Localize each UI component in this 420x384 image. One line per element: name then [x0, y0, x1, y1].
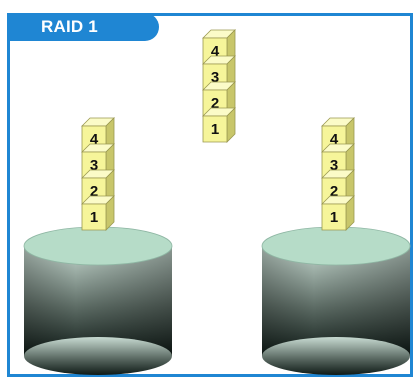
block-number: 3	[90, 157, 98, 174]
disk-2	[261, 226, 411, 375]
title-tab: RAID 1	[7, 13, 159, 41]
block-number: 3	[330, 157, 338, 174]
block-number: 2	[90, 183, 98, 200]
data-block: 1	[321, 195, 355, 231]
block-number: 1	[330, 209, 338, 226]
block-number: 1	[211, 121, 219, 138]
disk-2-stack: 4 3 2 1	[321, 117, 355, 231]
block-number: 1	[90, 209, 98, 226]
block-number: 2	[211, 95, 219, 112]
block-number: 4	[330, 131, 339, 148]
disk-1-stack: 4 3 2 1	[81, 117, 115, 231]
block-number: 4	[90, 131, 99, 148]
data-block: 1	[81, 195, 115, 231]
disk-1	[23, 226, 173, 375]
data-block: 3	[202, 55, 236, 91]
block-number: 3	[211, 69, 219, 86]
page-title: RAID 1	[41, 17, 98, 36]
block-number: 2	[330, 183, 338, 200]
data-block: 1	[202, 107, 236, 143]
incoming-stack: 4 3 2 1	[202, 29, 236, 143]
block-number: 4	[211, 43, 220, 60]
